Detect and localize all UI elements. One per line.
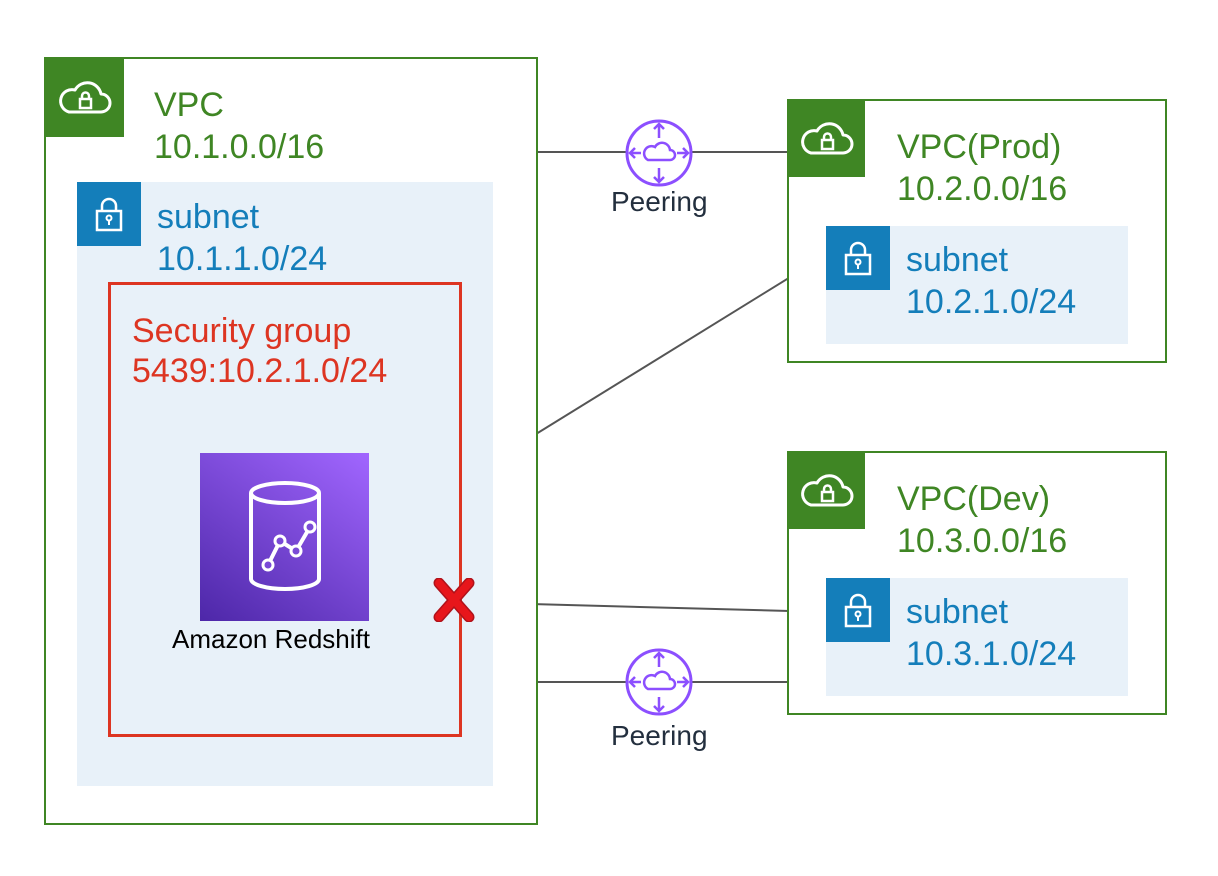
dev-to-sg-arrow — [490, 597, 827, 613]
subnet-cidr: 10.1.1.0/24 — [157, 240, 328, 278]
subnet-title: subnet — [157, 198, 260, 236]
redshift-label: Amazon Redshift — [172, 624, 370, 654]
security-group[interactable]: Security group 5439:10.2.1.0/24 — [108, 282, 462, 737]
subnet-lock-icon — [826, 578, 890, 642]
subnet-title: subnet — [906, 241, 1009, 279]
subnet-cidr: 10.2.1.0/24 — [906, 283, 1077, 321]
vpc-cidr: 10.2.0.0/16 — [897, 170, 1068, 208]
vpc-cloud-lock-icon — [789, 101, 865, 177]
security-group-rule: 5439:10.2.1.0/24 — [132, 352, 388, 390]
subnet-cidr: 10.3.1.0/24 — [906, 635, 1077, 673]
vpc-title: VPC(Dev) — [897, 480, 1051, 518]
vpc-title: VPC — [154, 86, 224, 124]
peering-label-dev: Peering — [611, 720, 708, 751]
vpc-cidr: 10.3.0.0/16 — [897, 522, 1068, 560]
peering-router-icon — [624, 118, 694, 193]
subnet-lock-icon — [826, 226, 890, 290]
dev-subnet[interactable]: subnet 10.3.1.0/24 — [826, 578, 1128, 696]
redshift-icon[interactable] — [200, 453, 369, 621]
subnet-lock-icon — [77, 182, 141, 246]
vpc-title: VPC(Prod) — [897, 128, 1062, 166]
peering-router-icon — [624, 647, 694, 722]
vpc-cloud-lock-icon — [46, 59, 124, 137]
peering-label-prod: Peering — [611, 186, 708, 217]
security-group-title: Security group — [132, 312, 352, 350]
prod-subnet[interactable]: subnet 10.2.1.0/24 — [826, 226, 1128, 344]
subnet-title: subnet — [906, 593, 1009, 631]
vpc-cidr: 10.1.0.0/16 — [154, 128, 325, 166]
vpc-cloud-lock-icon — [789, 453, 865, 529]
deny-x-icon — [433, 577, 475, 627]
